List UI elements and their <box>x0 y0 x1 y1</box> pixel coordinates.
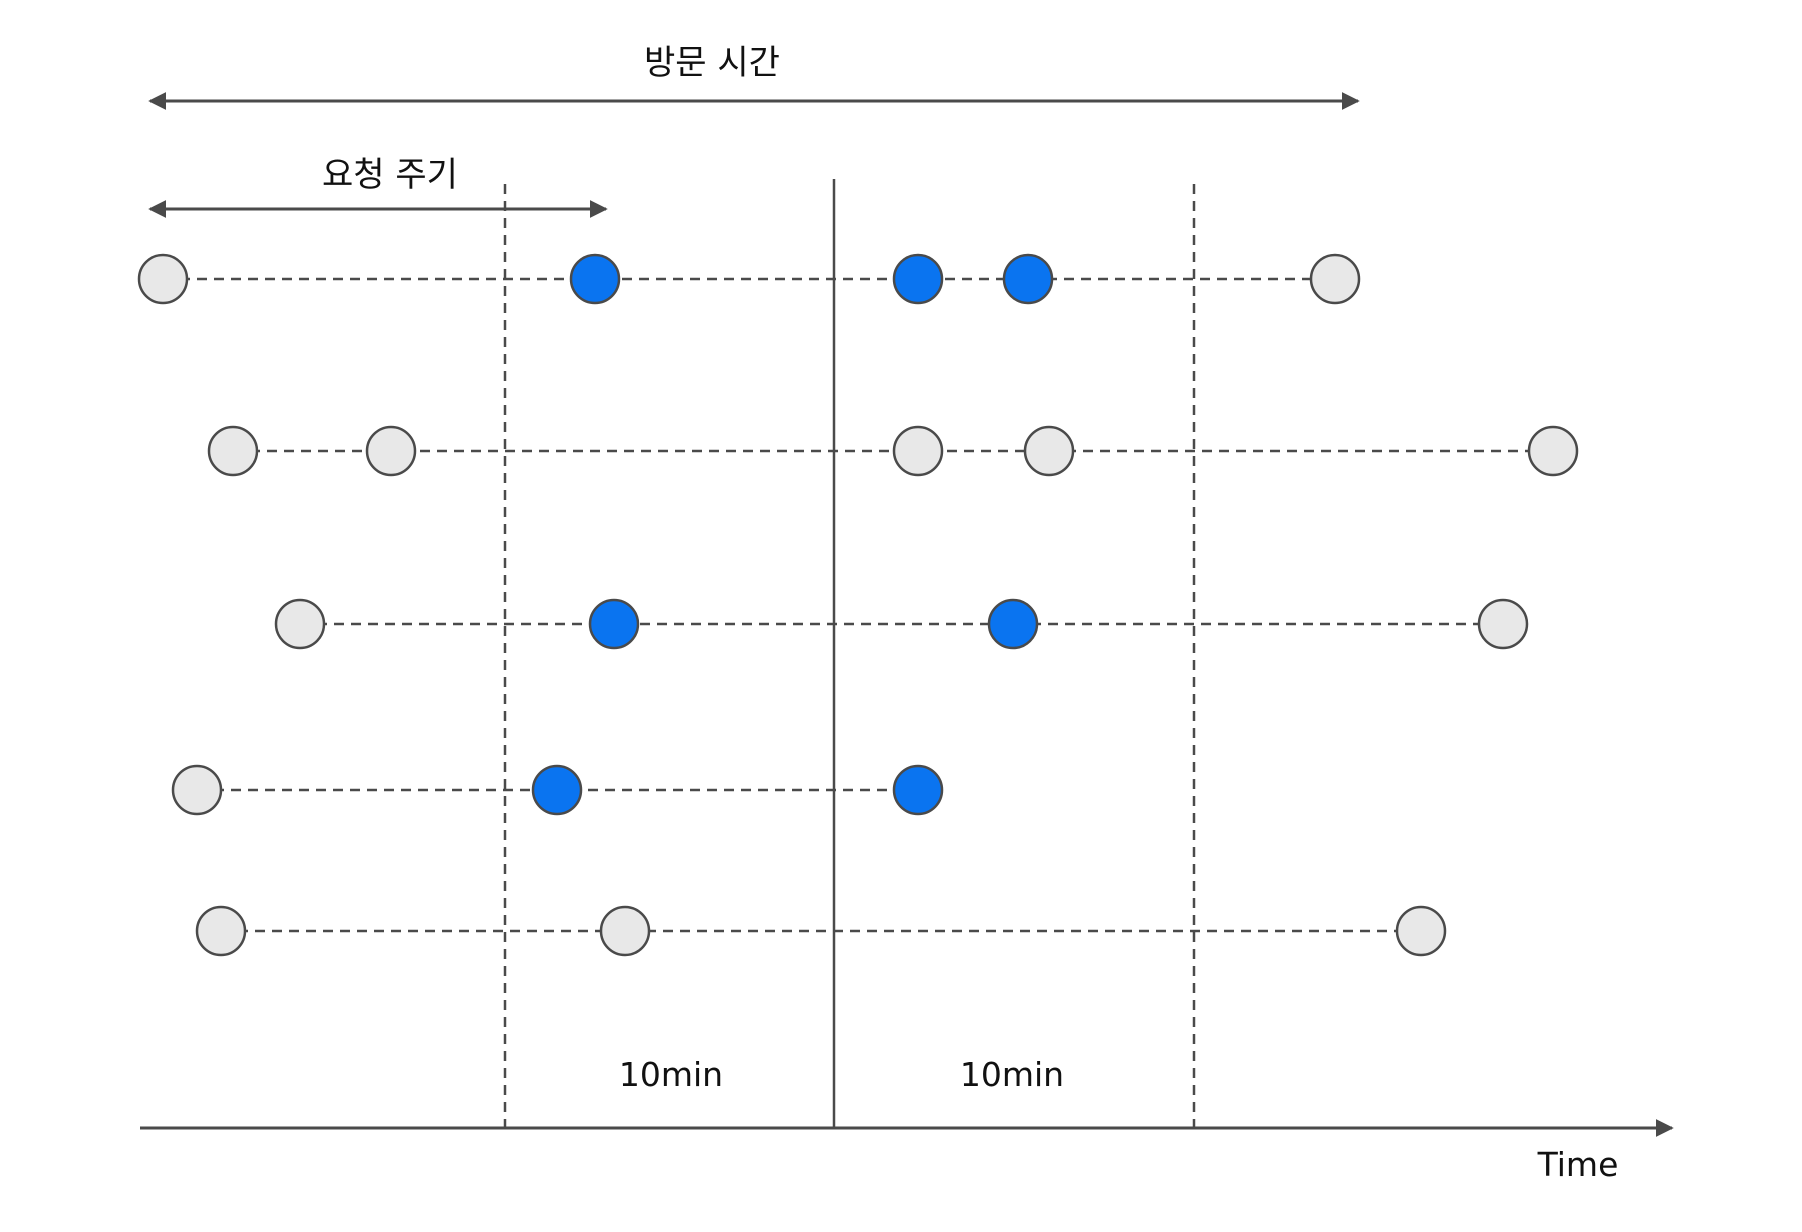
request-dot <box>1477 598 1529 650</box>
request-dot-highlighted <box>588 598 640 650</box>
request-dot <box>274 598 326 650</box>
request-dot <box>1023 425 1075 477</box>
request-dot-highlighted <box>1002 253 1054 305</box>
request-dot-highlighted <box>892 253 944 305</box>
request-dot-highlighted <box>569 253 621 305</box>
request-dot <box>1527 425 1579 477</box>
request-dot-highlighted <box>987 598 1039 650</box>
request-period-label: 요청 주기 <box>322 155 458 195</box>
session-row <box>171 764 944 816</box>
request-dot <box>1395 905 1447 957</box>
request-dot <box>171 764 223 816</box>
right-window-label: 10min <box>960 1055 1064 1094</box>
request-dot <box>1309 253 1361 305</box>
session-row <box>207 425 1579 477</box>
time-axis-label: Time <box>1537 1145 1619 1184</box>
request-dot-highlighted <box>892 764 944 816</box>
request-dot <box>365 425 417 477</box>
request-dot <box>137 253 189 305</box>
left-window-label: 10min <box>619 1055 723 1094</box>
request-dot-highlighted <box>531 764 583 816</box>
request-dot <box>207 425 259 477</box>
session-rows <box>137 253 1579 957</box>
session-row <box>137 253 1361 305</box>
session-row <box>195 905 1447 957</box>
session-row <box>274 598 1529 650</box>
request-dot <box>599 905 651 957</box>
visit-time-label: 방문 시간 <box>644 43 780 83</box>
request-dot <box>892 425 944 477</box>
request-dot <box>195 905 247 957</box>
